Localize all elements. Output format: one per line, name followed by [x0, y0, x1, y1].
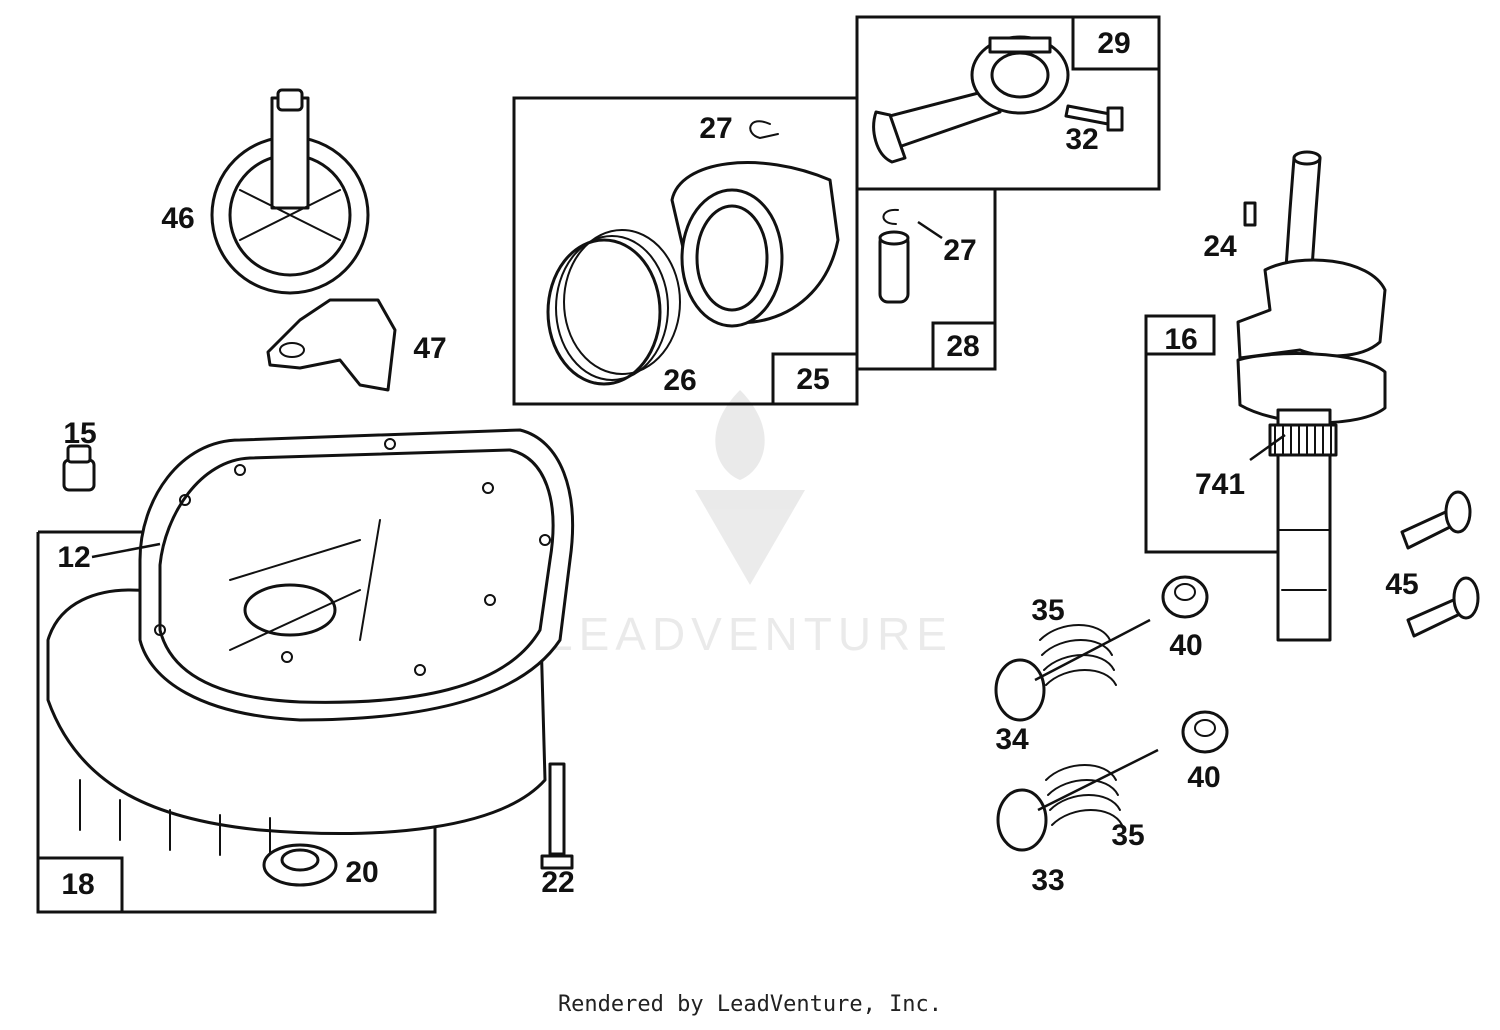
crankshaft[interactable] [1236, 150, 1387, 642]
box-29-label: 29 [1097, 27, 1130, 60]
box-18-label: 18 [61, 868, 94, 901]
box-16-frame [1144, 316, 1282, 554]
box-28-label: 28 [946, 330, 979, 363]
leader-12 [91, 542, 161, 559]
box-25-label: 25 [796, 363, 829, 396]
callout-12: 12 [57, 541, 90, 574]
piston-rings[interactable] [546, 229, 681, 386]
piston[interactable] [670, 161, 840, 328]
box-29-tag [1071, 15, 1161, 71]
callout-47: 47 [413, 332, 446, 365]
callout-26: 26 [663, 364, 696, 397]
connecting-rod[interactable] [872, 35, 1070, 164]
box-18-tag [36, 856, 124, 914]
watermark-logo [695, 390, 805, 585]
callout-40-upper: 40 [1169, 629, 1202, 662]
callout-33: 33 [1031, 864, 1064, 897]
valve-tappet-lower[interactable] [1406, 576, 1480, 638]
valve-spring-lower[interactable] [1045, 764, 1123, 826]
callout-35-upper: 35 [1031, 594, 1064, 627]
callout-46: 46 [161, 202, 194, 235]
rod-bolt[interactable] [1064, 104, 1124, 132]
box-16-label: 16 [1164, 323, 1197, 356]
box-28-frame [855, 187, 997, 371]
callout-741: 741 [1195, 468, 1245, 501]
governor-lever[interactable] [266, 298, 397, 392]
valve-retainer-upper[interactable] [1161, 575, 1209, 619]
crank-key[interactable] [1243, 201, 1257, 227]
gasket-bolt-holes [154, 438, 551, 676]
callout-24: 24 [1203, 230, 1237, 263]
callout-40-lower: 40 [1187, 761, 1220, 794]
callout-45: 45 [1385, 568, 1418, 601]
callout-34: 34 [995, 723, 1029, 756]
callout-27-piston: 27 [699, 112, 732, 145]
piston-clip[interactable] [749, 120, 779, 140]
box-25-tag [771, 352, 859, 406]
pin-clip[interactable] [882, 208, 943, 240]
callout-32: 32 [1065, 123, 1098, 156]
footer-credit: Rendered by LeadVenture, Inc. [557, 992, 943, 1017]
callout-20: 20 [345, 856, 378, 889]
oil-seal[interactable] [262, 843, 338, 887]
callout-27-pin: 27 [943, 234, 976, 267]
wrist-pin[interactable] [878, 230, 910, 304]
valve-tappet-upper[interactable] [1400, 490, 1472, 550]
sump-bolt[interactable] [540, 762, 574, 870]
exhaust-valve[interactable] [996, 748, 1159, 852]
valve-spring-upper[interactable] [1039, 624, 1117, 686]
intake-valve[interactable] [994, 618, 1151, 722]
leader-741 [1249, 433, 1286, 462]
box-28-tag [931, 321, 997, 371]
drain-plug[interactable] [62, 444, 96, 492]
callout-15: 15 [63, 417, 96, 450]
watermark-text: LEADVENTURE [547, 608, 953, 660]
callout-35-lower: 35 [1111, 819, 1144, 852]
engine-sump[interactable] [46, 428, 575, 859]
governor-gear[interactable] [210, 88, 370, 295]
valve-retainer-lower[interactable] [1181, 710, 1229, 754]
callout-22: 22 [541, 866, 574, 899]
